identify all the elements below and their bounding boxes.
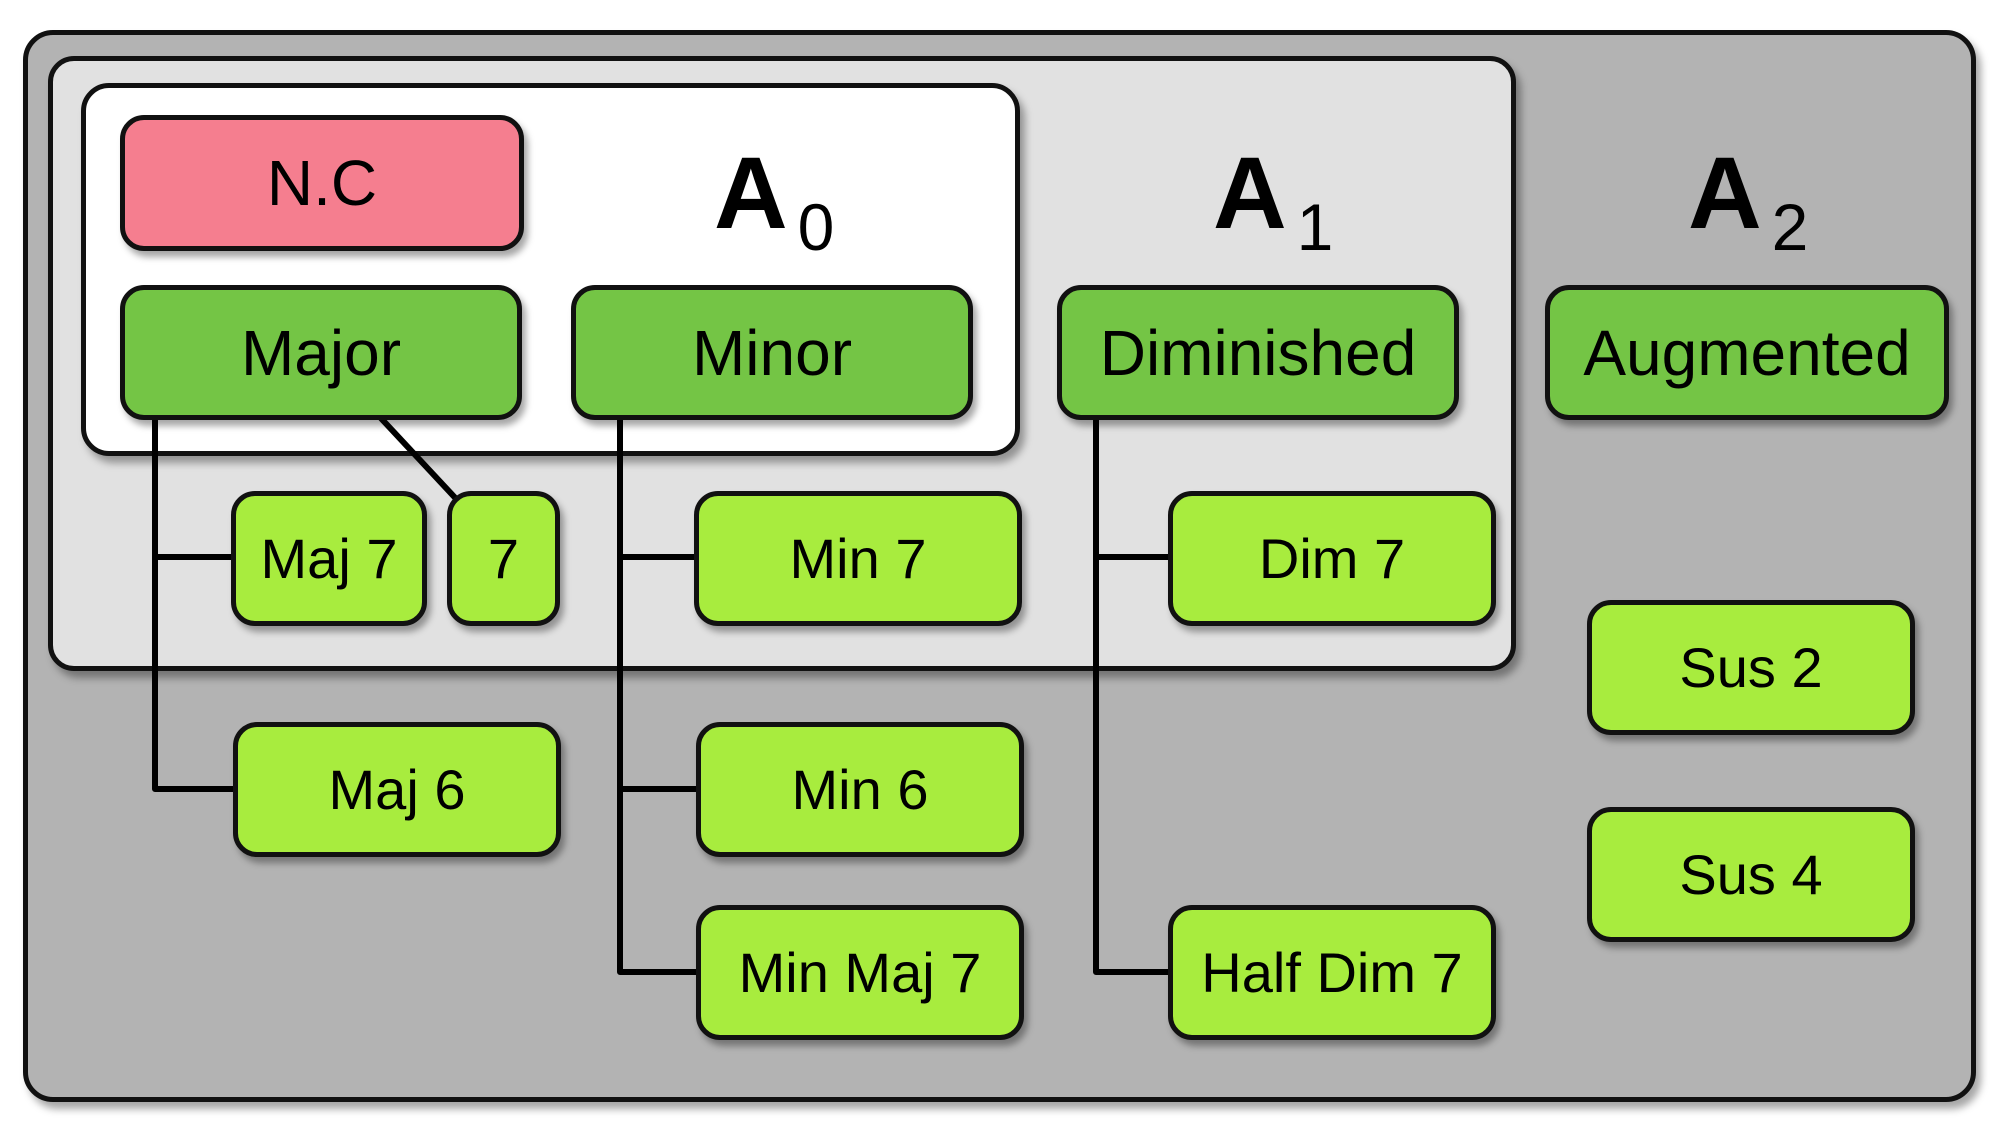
node-diminished: Diminished — [1057, 285, 1459, 420]
set-a0-letter: A — [714, 136, 788, 250]
edge-diminished-dim7 — [1093, 415, 1173, 560]
node-half-dim7: Half Dim 7 — [1168, 905, 1496, 1040]
node-min6: Min 6 — [696, 722, 1024, 857]
set-a2-letter: A — [1688, 136, 1762, 250]
edge-major-maj7 — [152, 415, 234, 560]
edge-major-maj6 — [152, 415, 237, 792]
node-min7: Min 7 — [694, 491, 1022, 626]
set-a2-subscript: 2 — [1771, 190, 1809, 264]
edge-diminished-halfdim7 — [1093, 415, 1173, 975]
node-dom7: 7 — [447, 491, 560, 626]
node-maj6: Maj 6 — [233, 722, 561, 857]
set-a1-letter: A — [1213, 136, 1287, 250]
edge-minor-min7 — [617, 415, 699, 560]
node-major: Major — [120, 285, 522, 420]
edge-major-7 — [375, 412, 463, 506]
node-no-chord: N.C — [120, 115, 524, 251]
node-min-maj7: Min Maj 7 — [696, 905, 1024, 1040]
edge-minor-minmaj7 — [617, 415, 701, 975]
node-augmented: Augmented — [1545, 285, 1949, 420]
set-a0-subscript: 0 — [797, 190, 835, 264]
node-minor: Minor — [571, 285, 973, 420]
node-maj7: Maj 7 — [231, 491, 427, 626]
set-a1-subscript: 1 — [1296, 190, 1334, 264]
node-sus4: Sus 4 — [1587, 807, 1915, 942]
node-sus2: Sus 2 — [1587, 600, 1915, 735]
node-dim7: Dim 7 — [1168, 491, 1496, 626]
edge-minor-min6 — [617, 415, 701, 792]
